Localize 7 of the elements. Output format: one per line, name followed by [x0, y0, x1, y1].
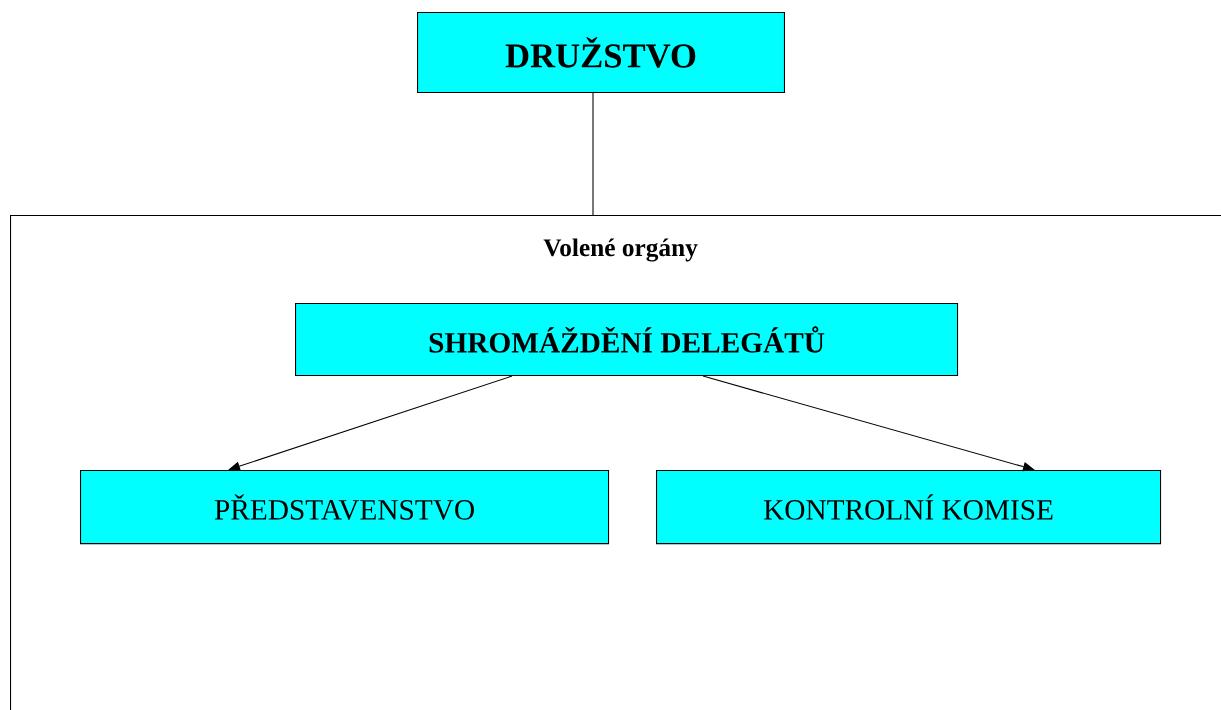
connector-line [592, 92, 594, 216]
arrow [228, 375, 513, 471]
org-box: KONTROLNÍ KOMISE [656, 470, 1162, 545]
org-box: SHROMÁŽDĚNÍ DELEGÁTŮ [295, 303, 959, 377]
org-box: DRUŽSTVO [417, 12, 785, 94]
org-box: PŘEDSTAVENSTVO [80, 470, 610, 545]
arrow [702, 375, 1035, 472]
